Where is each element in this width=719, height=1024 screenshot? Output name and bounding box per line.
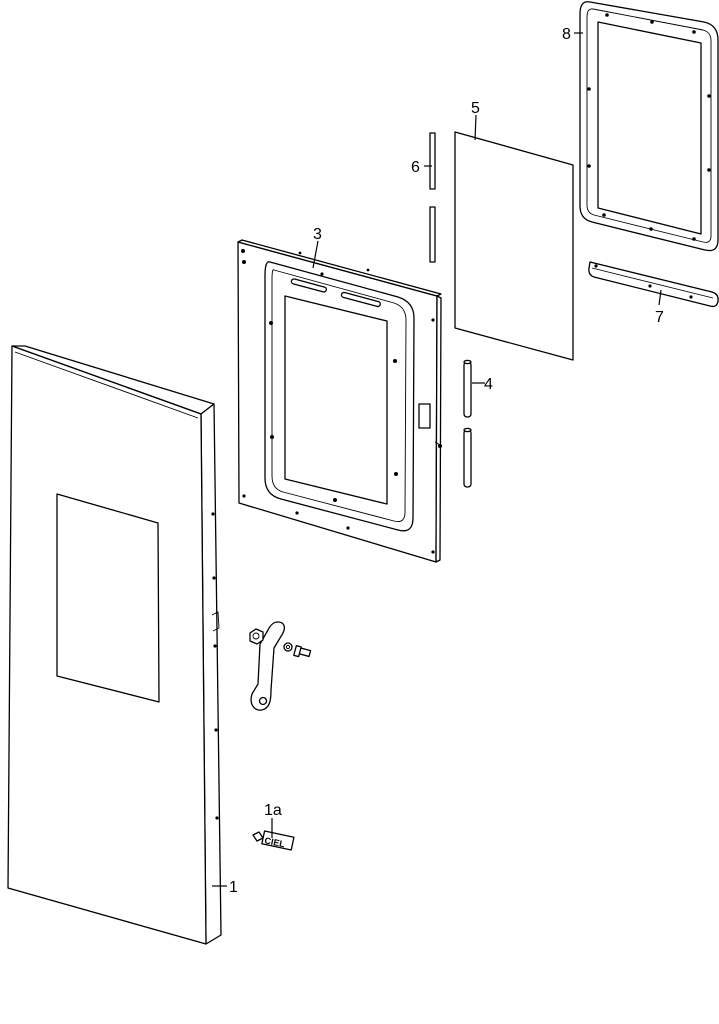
nut xyxy=(249,628,264,645)
part-1a-badge: CIEL xyxy=(252,830,295,851)
hinge-bracket xyxy=(250,621,285,711)
callout-1a: 1a xyxy=(264,802,282,819)
part-1-outer-door-panel xyxy=(7,345,222,945)
part-8-outer-frame xyxy=(579,1,719,252)
part-3-inner-door-frame xyxy=(237,239,443,563)
callout-5: 5 xyxy=(471,100,480,117)
bolt xyxy=(293,645,312,658)
washer xyxy=(283,642,293,652)
rod-lower xyxy=(463,427,472,488)
callout-6: 6 xyxy=(411,159,420,176)
callout-7: 7 xyxy=(655,309,664,326)
callout-4: 4 xyxy=(484,376,493,393)
callout-8: 8 xyxy=(562,26,571,43)
part-4-rods xyxy=(463,359,472,488)
callout-leaders xyxy=(212,32,662,887)
callout-labels: 1 1a 3 4 5 6 7 8 xyxy=(229,26,664,896)
part-5-glass-pane xyxy=(454,131,574,361)
callout-1: 1 xyxy=(229,879,238,896)
badge-text: CIEL xyxy=(264,835,287,849)
part-6-strips xyxy=(429,132,436,263)
callout-3: 3 xyxy=(313,226,322,243)
fastener-set xyxy=(249,628,312,658)
part-7-handle-bar xyxy=(588,261,719,308)
door-window-opening xyxy=(56,493,160,703)
rod-upper xyxy=(463,359,472,418)
